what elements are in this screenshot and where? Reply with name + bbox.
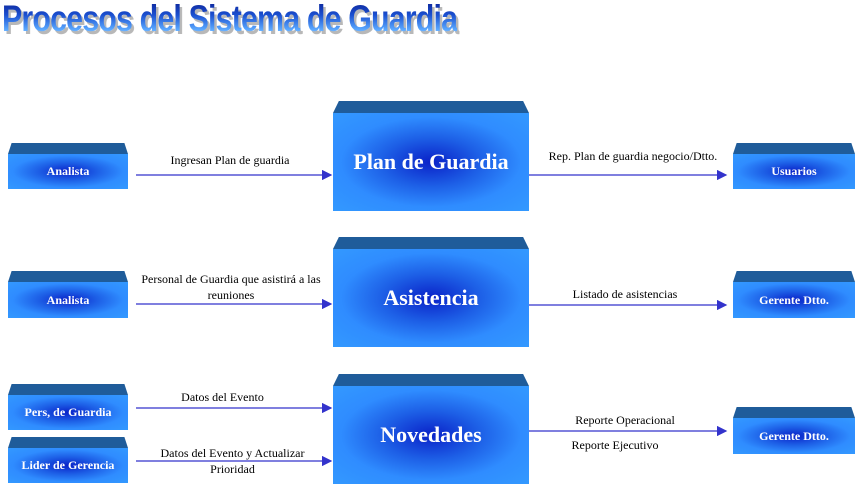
process-label: Asistencia bbox=[333, 249, 529, 347]
actor-usuarios: Usuarios bbox=[733, 143, 855, 189]
flow-label: Rep. Plan de guardia negocio/Dtto. bbox=[548, 149, 718, 163]
flow-label: Datos del Evento bbox=[181, 390, 264, 404]
flow-label: Personal de Guardia que asistirá a las r… bbox=[141, 272, 321, 302]
box-top bbox=[8, 271, 128, 282]
process-label: Plan de Guardia bbox=[333, 113, 529, 211]
process-plan-de-guardia: Plan de Guardia bbox=[333, 101, 529, 211]
box-top bbox=[733, 407, 855, 418]
flow-label: Ingresan Plan de guardia bbox=[170, 153, 290, 167]
actor-label: Usuarios bbox=[733, 154, 855, 189]
box-top bbox=[333, 374, 529, 386]
actor-gerente-dtto: Gerente Dtto. bbox=[733, 407, 855, 454]
process-asistencia: Asistencia bbox=[333, 237, 529, 347]
flow-label: Reporte Ejecutivo bbox=[571, 438, 659, 452]
actor-label: Gerente Dtto. bbox=[733, 282, 855, 318]
actor-label: Analista bbox=[8, 154, 128, 189]
actor-label: Pers, de Guardia bbox=[8, 395, 128, 430]
actor-analista: Analista bbox=[8, 143, 128, 189]
flow-label: Listado de asistencias bbox=[572, 287, 678, 301]
actor-label: Lider de Gerencia bbox=[8, 448, 128, 483]
flow-label: Datos del Evento y Actualizar Prioridad bbox=[160, 446, 305, 476]
actor-label: Gerente Dtto. bbox=[733, 418, 855, 454]
box-top bbox=[333, 237, 529, 249]
flow-label: Reporte Operacional bbox=[575, 413, 675, 427]
box-top bbox=[8, 384, 128, 395]
box-top bbox=[733, 143, 855, 154]
actor-pers-guardia: Pers, de Guardia bbox=[8, 384, 128, 430]
process-label: Novedades bbox=[333, 386, 529, 484]
actor-analista: Analista bbox=[8, 271, 128, 318]
actor-gerente-dtto: Gerente Dtto. bbox=[733, 271, 855, 318]
box-top bbox=[333, 101, 529, 113]
process-novedades: Novedades bbox=[333, 374, 529, 484]
box-top bbox=[8, 437, 128, 448]
box-top bbox=[8, 143, 128, 154]
page-title: Procesos del Sistema de Guardia bbox=[2, 0, 458, 39]
actor-lider-gerencia: Lider de Gerencia bbox=[8, 437, 128, 483]
box-top bbox=[733, 271, 855, 282]
actor-label: Analista bbox=[8, 282, 128, 318]
